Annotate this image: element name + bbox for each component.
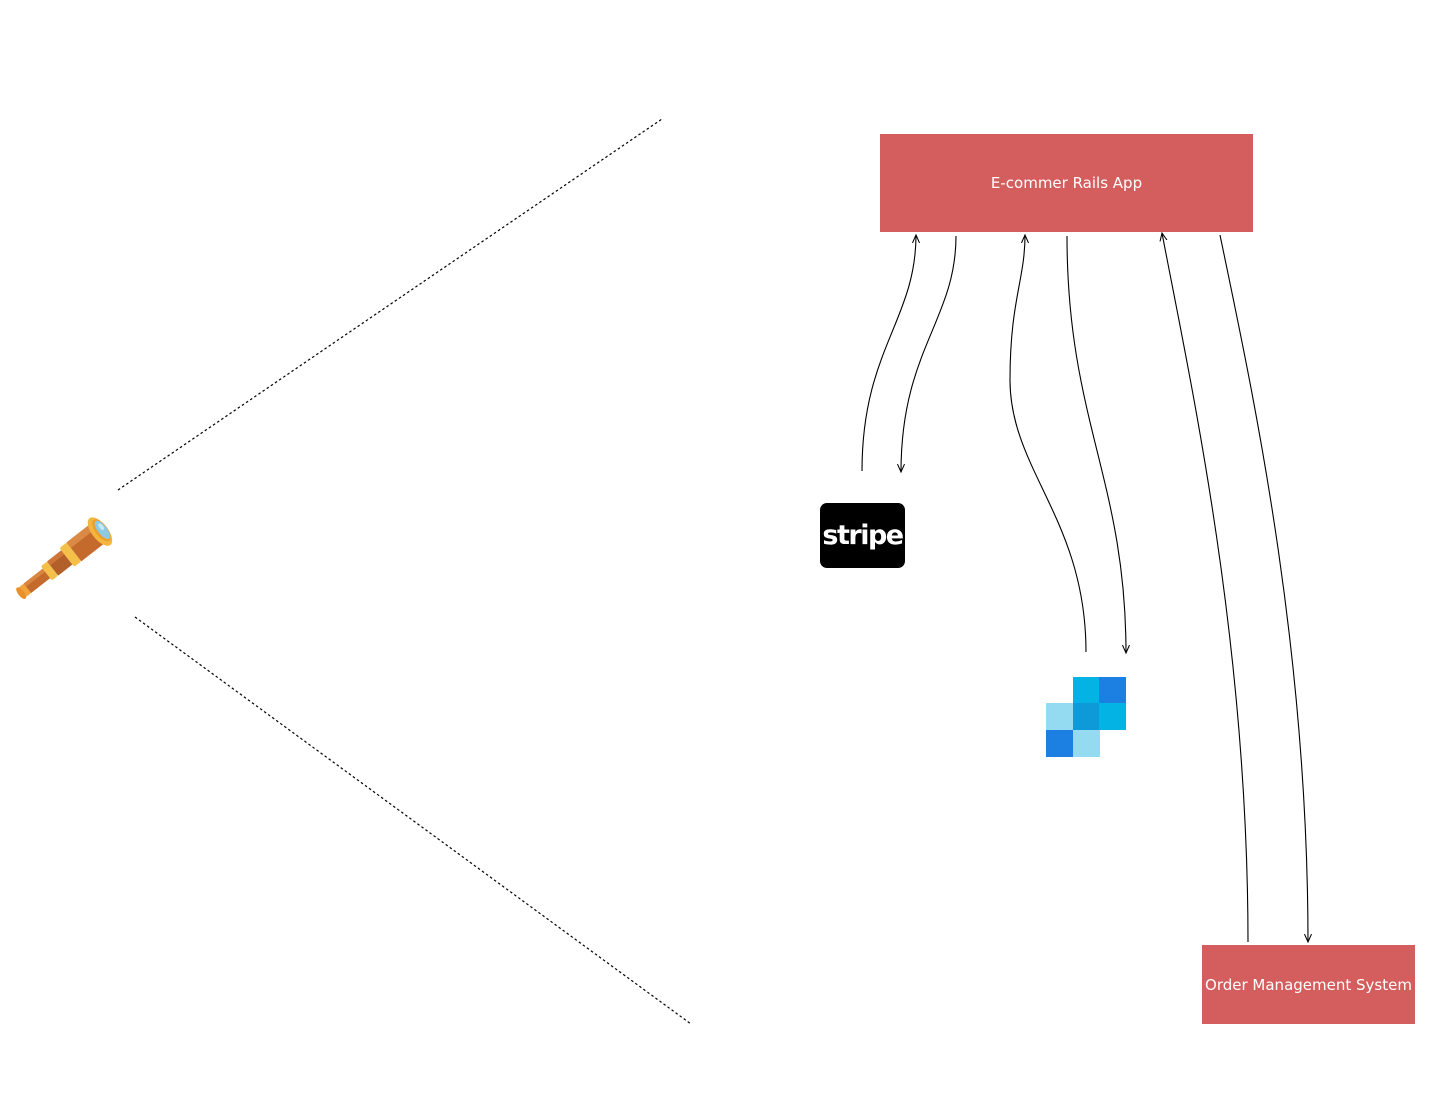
edge-rails-to-cubes <box>1066 235 1126 653</box>
edge-rails-to-stripe <box>901 235 957 472</box>
rails-app-label: E-commer Rails App <box>990 174 1143 192</box>
order-management-label: Order Management System <box>1205 975 1412 994</box>
order-management-node[interactable]: Order Management System <box>1202 945 1415 1024</box>
cube-cell <box>1073 730 1100 757</box>
edge-cubes-to-rails <box>1009 235 1087 653</box>
cube-cell <box>1073 703 1100 730</box>
stripe-logo-text: stripe <box>822 520 904 551</box>
edge-rails-to-oms <box>1219 234 1308 942</box>
cube-cell <box>1046 703 1073 730</box>
cube-cell <box>1046 730 1073 757</box>
stripe-logo-icon: stripe <box>820 503 905 568</box>
telescope-icon <box>16 517 113 599</box>
blue-cubes-logo-icon <box>1046 677 1126 757</box>
edge-stripe-to-rails <box>861 235 916 472</box>
view-line-lower <box>134 616 692 1025</box>
rails-app-node[interactable]: E-commer Rails App <box>880 134 1253 232</box>
cube-cell <box>1099 677 1126 704</box>
cube-cell <box>1099 703 1126 730</box>
view-line-upper <box>117 118 663 491</box>
edge-oms-to-rails <box>1162 233 1249 943</box>
cube-cell <box>1073 677 1100 704</box>
